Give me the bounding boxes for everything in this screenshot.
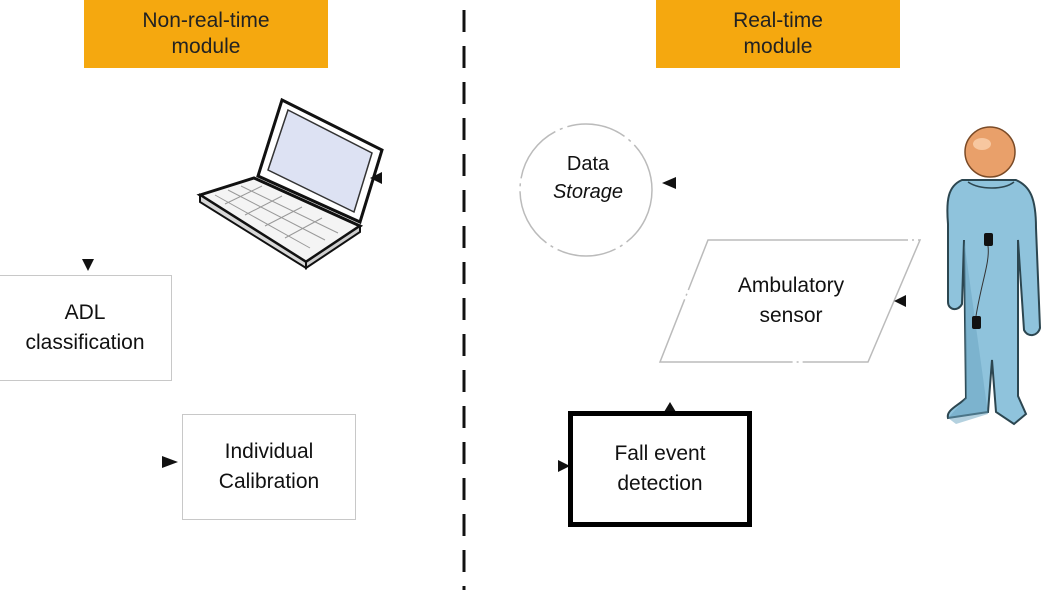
ambulatory-sensor-line-2: sensor [759,304,823,327]
laptop-icon [196,97,384,270]
data-storage-line-2: Storage [552,181,624,203]
arrow-out-fall-detection-up [664,402,676,412]
header-line-2: module [171,35,241,58]
data-storage-label: Data Storage [528,150,648,206]
calibration-line-1: Individual [224,440,314,463]
sensor-hip [972,316,981,329]
adl-line-1: ADL [64,301,106,324]
individual-calibration-box: Individual Calibration [182,414,356,520]
fall-line-1: Fall event [614,442,706,465]
person-with-sensors-icon [946,126,1042,426]
arrowheads [82,172,906,472]
adl-classification-box: ADL classification [0,275,172,381]
arrow-into-fall-detection [558,460,570,472]
arrow-into-ambulatory-sensor [894,295,906,307]
data-storage-circle [519,123,653,257]
header-line-1: Real-time [733,9,823,32]
header-line-2: module [743,35,813,58]
sensor-chest [984,233,993,246]
real-time-module-header: Real-time module [656,0,900,68]
arrow-into-data-storage [662,177,676,189]
calibration-line-2: Calibration [218,470,320,493]
header-line-1: Non-real-time [142,9,270,32]
arrow-into-adl [82,259,94,271]
ambulatory-sensor-shape [658,239,922,363]
ambulatory-sensor-label: Ambulatory sensor [706,271,876,331]
ambulatory-sensor-line-1: Ambulatory [737,274,845,297]
fall-line-2: detection [617,472,703,495]
arrow-to-laptop [370,172,382,184]
non-real-time-module-header: Non-real-time module [84,0,328,68]
adl-line-2: classification [25,331,145,354]
data-storage-line-1: Data [566,153,610,175]
fall-event-detection-box: Fall event detection [568,411,752,527]
arrow-into-calibration [162,456,178,468]
